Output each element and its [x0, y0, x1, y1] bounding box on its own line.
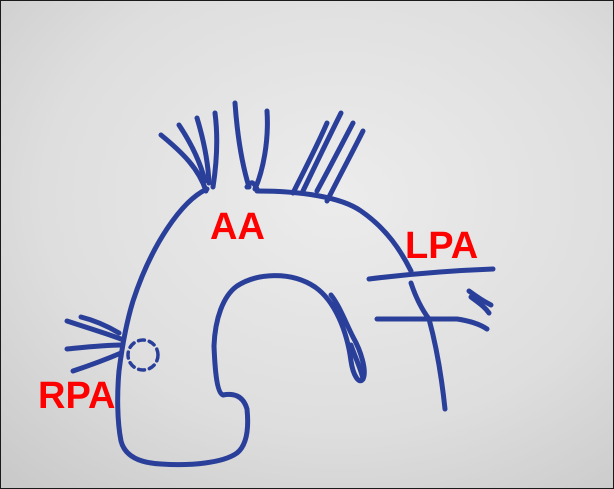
label-lpa: LPA	[405, 227, 478, 265]
label-rpa: RPA	[38, 377, 115, 415]
label-aa: AA	[210, 208, 265, 246]
